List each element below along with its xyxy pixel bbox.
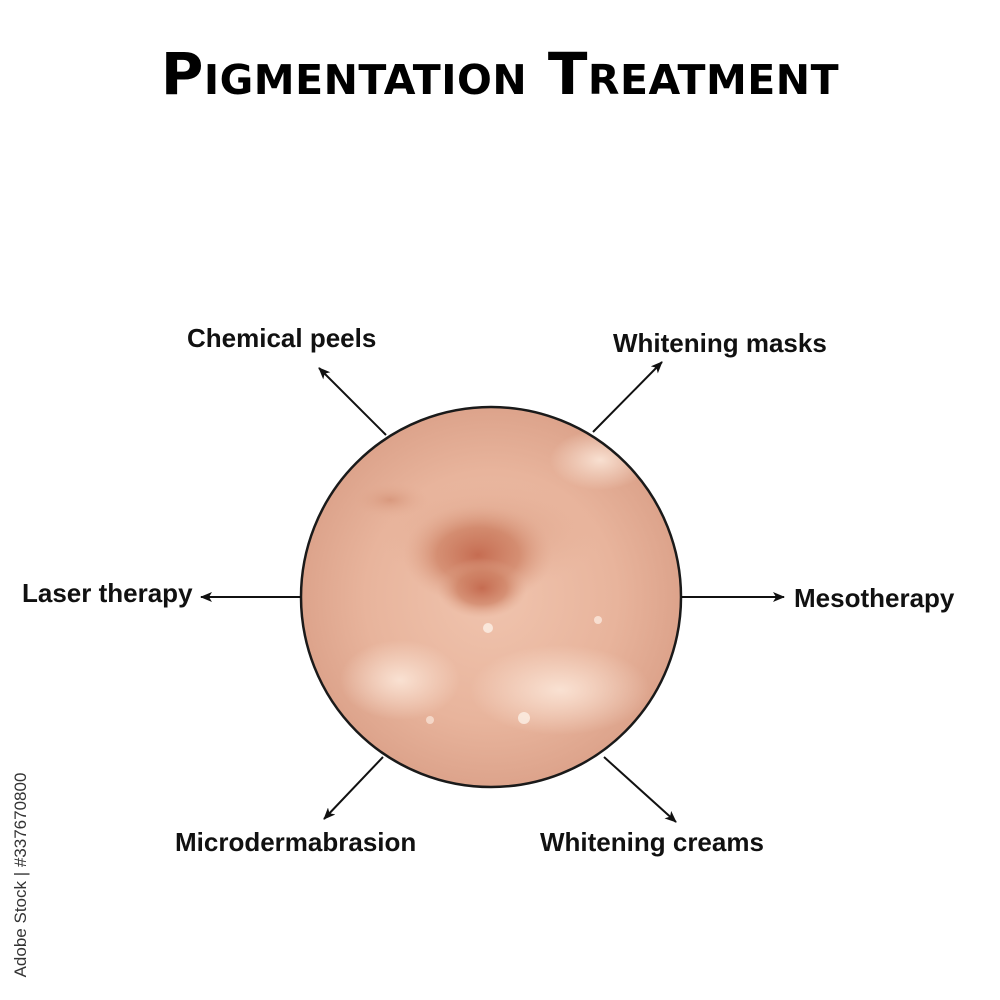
label-microdermabrasion: Microdermabrasion xyxy=(175,827,417,857)
arrow-whitening-creams xyxy=(603,756,677,823)
page-title: Pigmentation Treatment xyxy=(160,40,840,108)
skin-circle xyxy=(299,405,683,789)
arrow-whitening-masks xyxy=(592,361,663,433)
arrow-chemical-peels xyxy=(318,367,387,436)
pigmentation-spot xyxy=(340,430,650,735)
label-whitening-masks: Whitening masks xyxy=(613,328,827,358)
label-laser-therapy: Laser therapy xyxy=(22,578,193,608)
stock-id-text: Adobe Stock | #337670800 xyxy=(11,772,30,978)
label-mesotherapy: Mesotherapy xyxy=(794,583,955,613)
stock-watermark-id: Adobe Stock | #337670800 xyxy=(10,765,32,985)
arrow-microdermabrasion xyxy=(323,756,384,820)
label-whitening-creams: Whitening creams xyxy=(540,827,764,857)
label-chemical-peels: Chemical peels xyxy=(187,323,377,353)
